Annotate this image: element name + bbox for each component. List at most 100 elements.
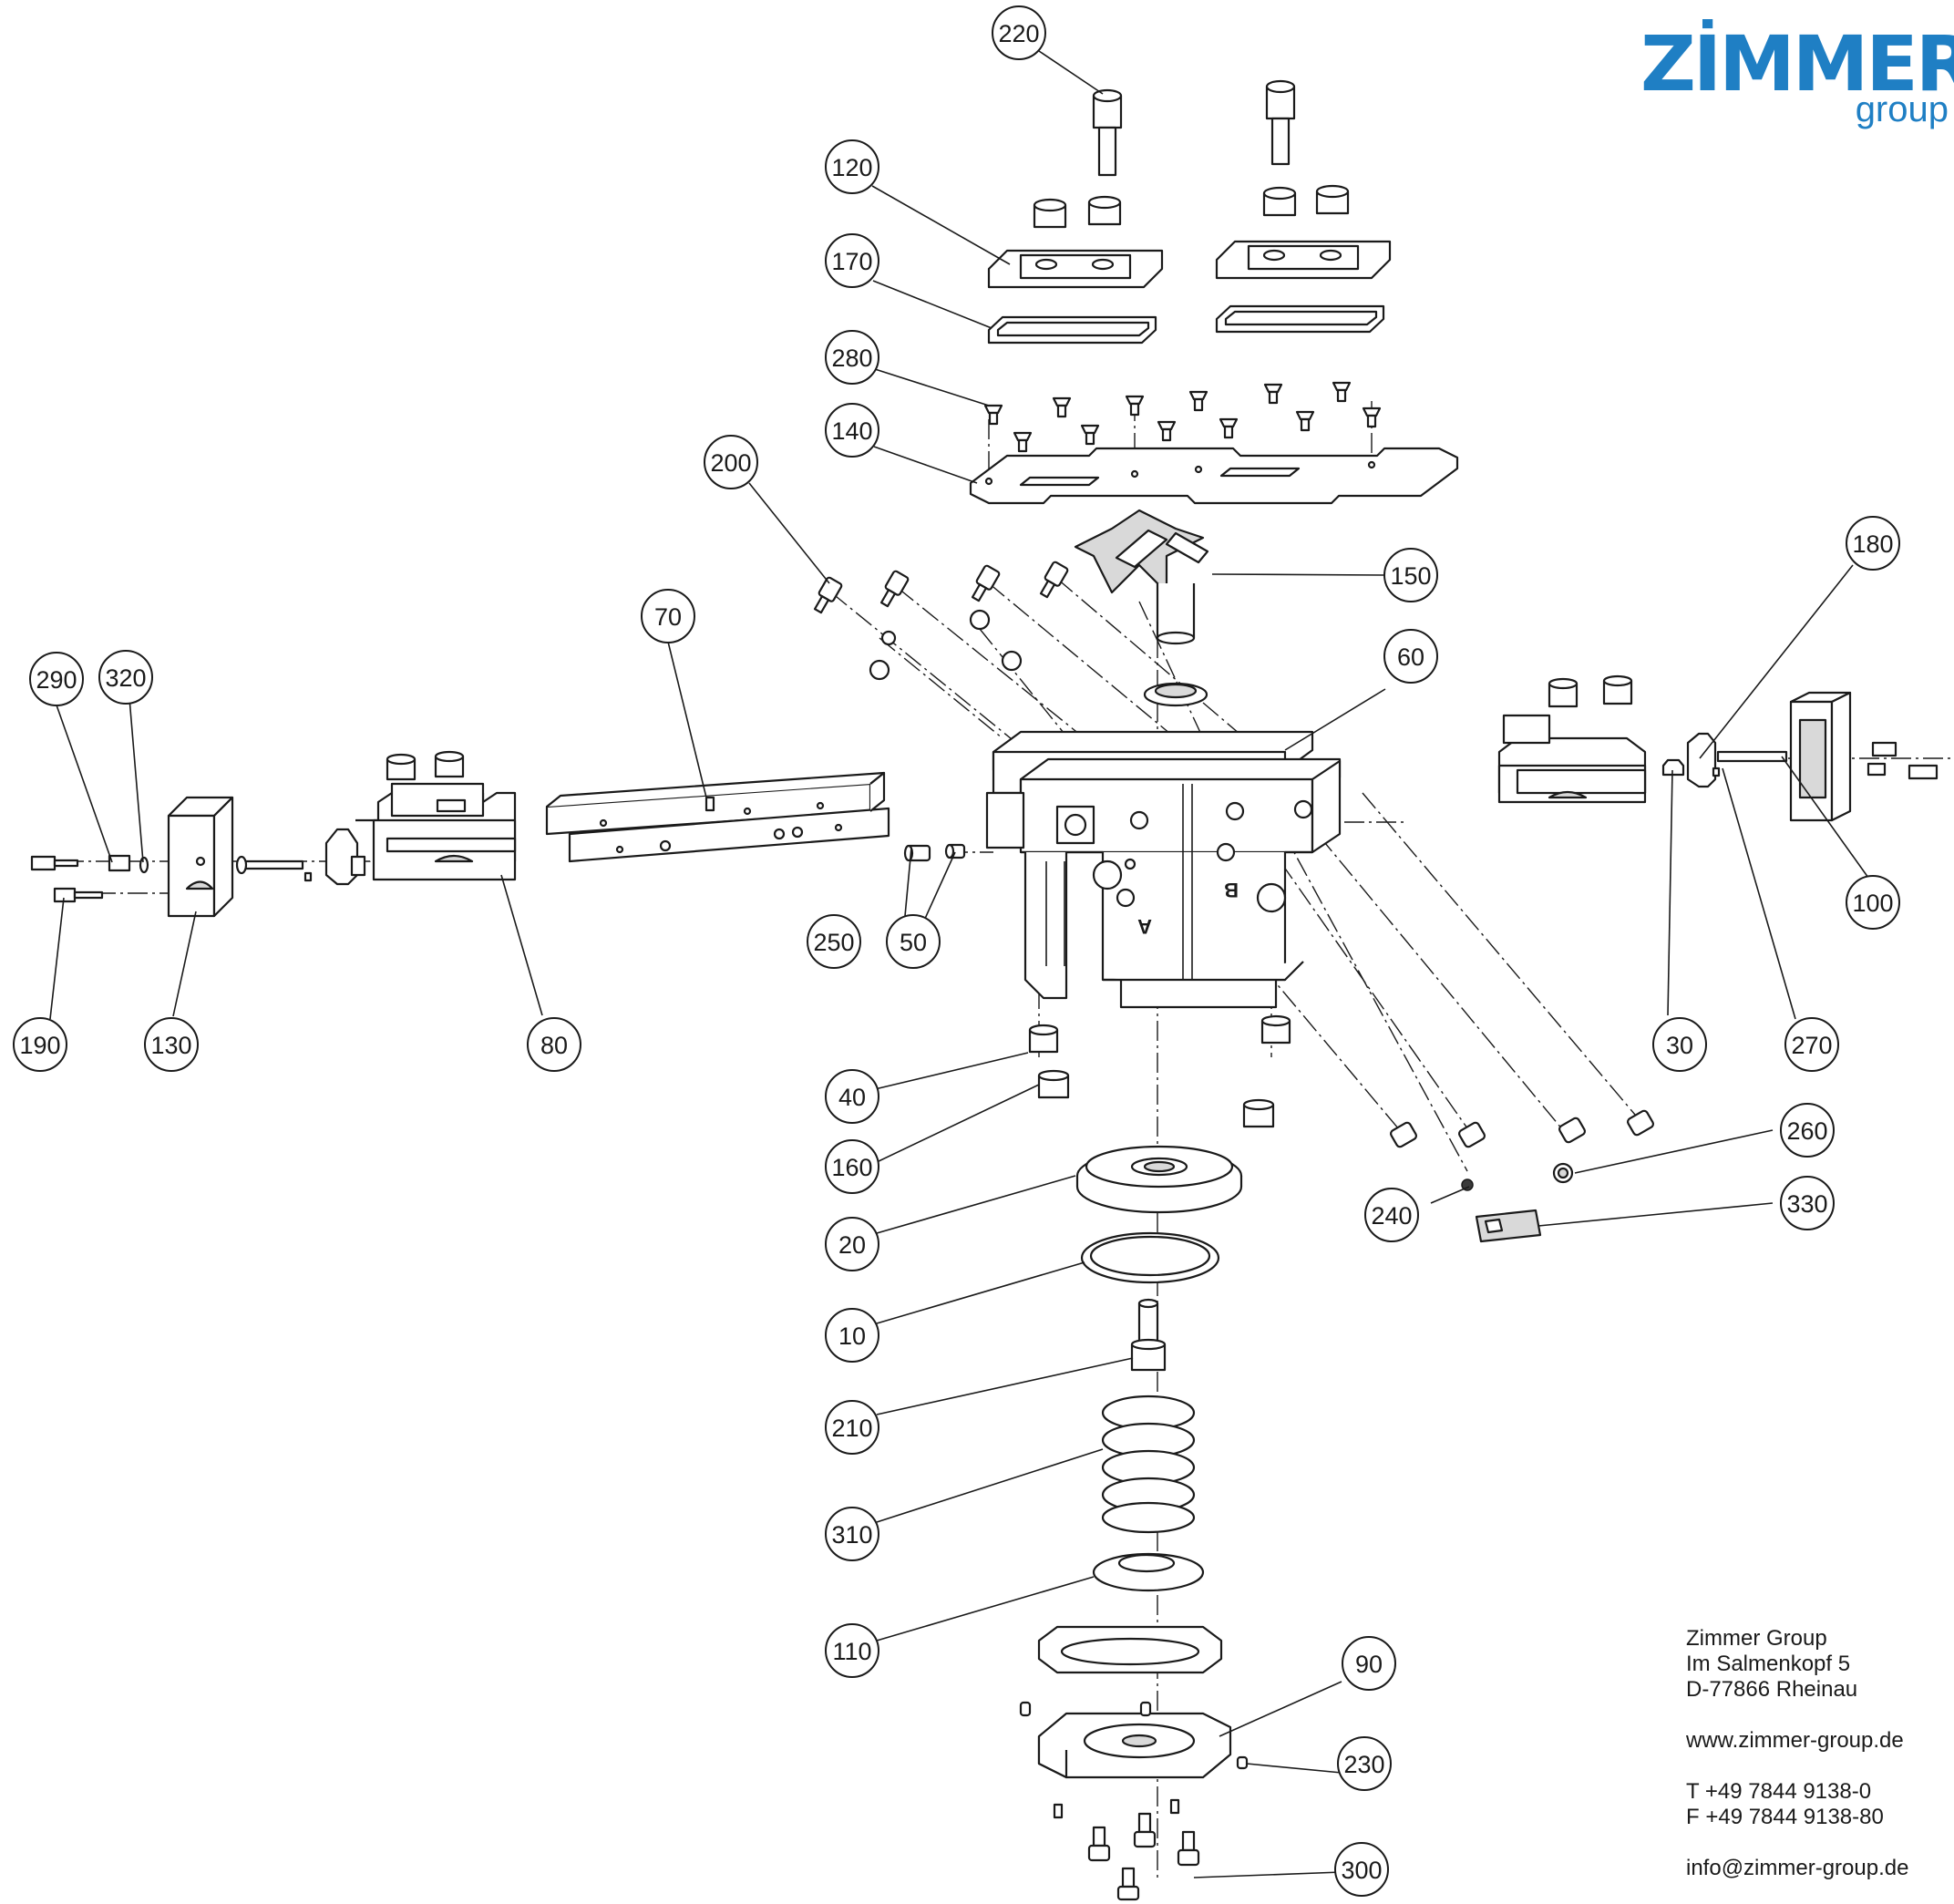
callout-330: 330 xyxy=(1780,1176,1835,1230)
callout-210: 210 xyxy=(825,1400,879,1455)
callout-circle xyxy=(1383,548,1438,602)
callout-150: 150 xyxy=(1383,548,1438,602)
callout-circle xyxy=(825,403,879,458)
callout-circle xyxy=(825,1623,879,1678)
callout-320: 320 xyxy=(98,650,153,705)
part-40-160-bushings xyxy=(1028,1014,1291,1128)
callout-label: 300 xyxy=(1341,1857,1382,1884)
callout-circle xyxy=(886,914,941,969)
company-phone: T +49 7844 9138-0 xyxy=(1686,1779,1872,1804)
part-90-cover xyxy=(1019,1701,1249,1779)
callout-circle xyxy=(1364,1188,1419,1242)
port-a-mark: A xyxy=(1137,915,1152,938)
part-280-screws xyxy=(983,381,1382,453)
callout-label: 240 xyxy=(1371,1202,1412,1230)
callout-circle xyxy=(527,1017,581,1072)
callout-120: 120 xyxy=(825,139,879,194)
callout-label: 140 xyxy=(831,417,872,445)
company-street: Im Salmenkopf 5 xyxy=(1686,1652,1851,1676)
callout-label: 20 xyxy=(838,1231,866,1259)
part-right-jaw xyxy=(1497,674,1788,804)
callout-label: 10 xyxy=(838,1323,866,1350)
leader-lines xyxy=(49,50,1874,1878)
callout-190: 190 xyxy=(13,1017,67,1072)
part-100-block xyxy=(1789,691,1939,822)
callout-260: 260 xyxy=(1780,1103,1835,1158)
part-220-screws xyxy=(1092,79,1296,177)
callout-label: 210 xyxy=(831,1415,872,1442)
callout-circle xyxy=(825,139,879,194)
company-email: info@zimmer-group.de xyxy=(1686,1856,1909,1880)
callout-label: 180 xyxy=(1852,530,1893,558)
callout-label: 60 xyxy=(1397,643,1424,671)
callout-circle xyxy=(29,652,84,706)
part-170-seals xyxy=(987,304,1385,345)
callout-circle xyxy=(1652,1017,1707,1072)
part-80-jaw-left xyxy=(235,750,517,886)
callout-circle xyxy=(1342,1636,1396,1691)
callout-60: 60 xyxy=(1383,629,1438,684)
callout-label: 40 xyxy=(838,1084,866,1111)
callout-circle xyxy=(825,1507,879,1561)
callout-310: 310 xyxy=(825,1507,879,1561)
callout-10: 10 xyxy=(825,1308,879,1363)
callout-circle xyxy=(825,233,879,288)
part-gasket xyxy=(1037,1625,1223,1674)
callout-label: 320 xyxy=(105,664,146,692)
part-310-spring xyxy=(1101,1395,1196,1534)
callout-170: 170 xyxy=(825,233,879,288)
callout-circle xyxy=(1784,1017,1839,1072)
callout-160: 160 xyxy=(825,1139,879,1194)
callout-label: 290 xyxy=(36,666,77,694)
callout-270: 270 xyxy=(1784,1017,1839,1072)
part-70-rail xyxy=(545,771,890,863)
callout-label: 190 xyxy=(19,1032,60,1059)
part-210-pin xyxy=(1130,1298,1167,1372)
callout-label: 270 xyxy=(1791,1032,1832,1059)
callout-80: 80 xyxy=(527,1017,581,1072)
callout-label: 250 xyxy=(813,929,854,956)
callout-label: 310 xyxy=(831,1521,872,1549)
callout-circle xyxy=(825,1217,879,1271)
callout-label: 330 xyxy=(1786,1190,1827,1218)
callout-50: 50 xyxy=(886,914,941,969)
callout-label: 160 xyxy=(831,1154,872,1181)
callout-300: 300 xyxy=(1334,1842,1389,1897)
company-fax: F +49 7844 9138-80 xyxy=(1686,1805,1884,1829)
callout-200: 200 xyxy=(704,435,758,489)
part-290-320-190-fasteners xyxy=(30,854,149,903)
callouts: 220 120 170 280 140 200 150 180 70 60 290 320 250 50 1… xyxy=(13,5,1900,1897)
callout-circle xyxy=(641,589,695,643)
callout-label: 90 xyxy=(1355,1651,1383,1678)
callout-130: 130 xyxy=(144,1017,199,1072)
callout-circle xyxy=(1846,516,1900,571)
callout-label: 260 xyxy=(1786,1117,1827,1145)
callout-label: 80 xyxy=(540,1032,568,1059)
callout-label: 70 xyxy=(654,603,682,631)
callout-circle xyxy=(1383,629,1438,684)
logo-subword: group xyxy=(1855,89,1949,129)
company-web: www.zimmer-group.de xyxy=(1686,1728,1904,1753)
callout-110: 110 xyxy=(825,1623,879,1678)
part-130-block xyxy=(167,796,234,918)
callout-circle xyxy=(1780,1103,1835,1158)
callout-100: 100 xyxy=(1846,875,1900,930)
callout-140: 140 xyxy=(825,403,879,458)
callout-circle xyxy=(825,1069,879,1124)
callout-40: 40 xyxy=(825,1069,879,1124)
callout-circle xyxy=(825,1139,879,1194)
part-300-screws xyxy=(1053,1798,1200,1901)
callout-label: 50 xyxy=(900,929,927,956)
callout-circle xyxy=(13,1017,67,1072)
part-110-washer xyxy=(1092,1552,1205,1592)
callout-circle xyxy=(825,1308,879,1363)
callout-label: 100 xyxy=(1852,890,1893,917)
part-330-nameplate xyxy=(1475,1209,1542,1243)
callout-label: 150 xyxy=(1390,562,1431,590)
callout-220: 220 xyxy=(992,5,1046,60)
part-20-piston xyxy=(1075,1145,1243,1214)
zimmer-group-logo: ZİMMER group xyxy=(1640,26,1954,129)
callout-label: 280 xyxy=(831,345,872,372)
callout-20: 20 xyxy=(825,1217,879,1271)
